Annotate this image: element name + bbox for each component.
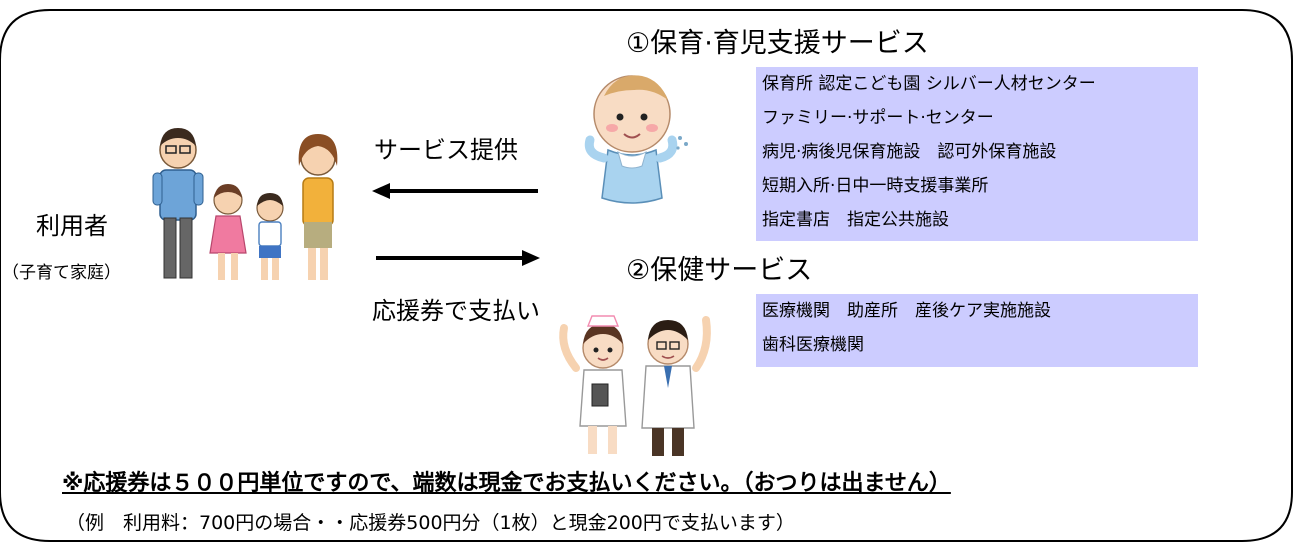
service1-box: 保育所 認定こども園 シルバー人材センター ファミリー·サポート·センター 病児… bbox=[756, 67, 1198, 241]
example-text: （例 利用料：700円の場合・・応援券500円分（1枚）と現金200円で支払いま… bbox=[66, 512, 795, 534]
voucher-payment-label: 応援券で支払い bbox=[372, 297, 540, 325]
daughter-figure bbox=[209, 184, 247, 280]
service2-item: 医療機関 助産所 産後ケア実施施設 bbox=[762, 301, 1051, 321]
user-sublabel: （子育て家庭） bbox=[2, 263, 121, 283]
mother-figure bbox=[298, 134, 338, 280]
nurse-doctor-illustration bbox=[559, 315, 711, 456]
nurse-figure bbox=[559, 315, 627, 454]
baby-illustration bbox=[584, 75, 688, 204]
service2-box: 医療機関 助産所 産後ケア実施施設 歯科医療機関 bbox=[756, 294, 1198, 367]
service1-item: ファミリー·サポート·センター bbox=[762, 108, 994, 128]
service1-item: 保育所 認定こども園 シルバー人材センター bbox=[762, 74, 1096, 94]
user-label: 利用者 bbox=[36, 212, 108, 240]
father-figure bbox=[152, 128, 204, 279]
arrow-left-icon bbox=[372, 183, 538, 199]
service1-item: 指定書店 指定公共施設 bbox=[762, 210, 949, 230]
notice-text: ※応援券は５００円単位ですので、端数は現金でお支払いください。（おつりは出ません… bbox=[62, 471, 951, 496]
service1-heading: ①保育·育児支援サービス bbox=[626, 28, 929, 59]
service1-item: 短期入所·日中一時支援事業所 bbox=[762, 176, 989, 196]
arrow-right-icon bbox=[376, 250, 540, 266]
doctor-figure bbox=[641, 316, 711, 456]
family-illustration bbox=[152, 128, 338, 280]
service-provision-label: サービス提供 bbox=[374, 136, 518, 164]
son-figure bbox=[256, 193, 284, 280]
service2-heading: ②保健サービス bbox=[626, 255, 813, 286]
service1-item: 病児·病後児保育施設 認可外保育施設 bbox=[762, 142, 1057, 162]
service2-item: 歯科医療機関 bbox=[762, 335, 864, 355]
